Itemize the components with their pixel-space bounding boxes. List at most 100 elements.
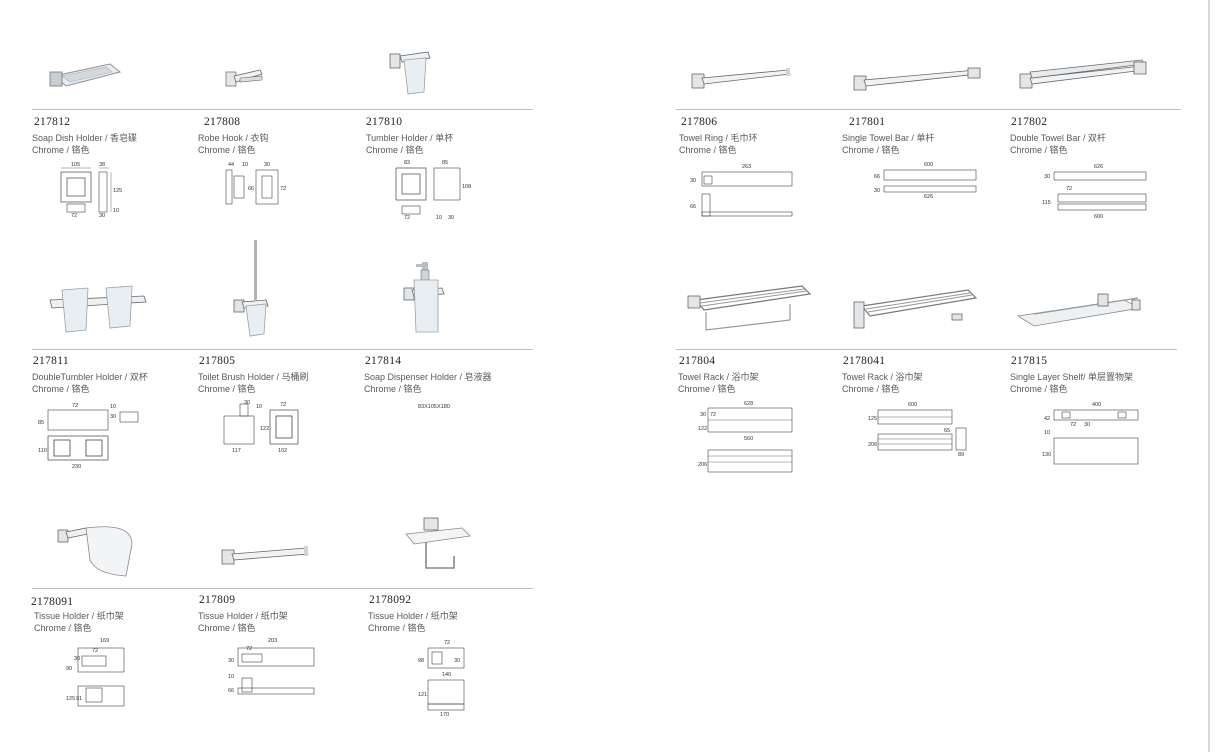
dim-label: 72 — [1066, 186, 1072, 192]
size-note: 83X105X180 — [418, 404, 450, 410]
towel-rack-photo — [687, 285, 812, 331]
product-finish: Chrome / 铬色 — [1010, 384, 1068, 394]
dim-label: 72 — [404, 215, 410, 220]
dim-label: 98 — [418, 658, 424, 664]
dim-label: 122 — [260, 426, 269, 432]
dimension-drawing: 400 42 72 30 10 130 — [1042, 402, 1139, 465]
single-towel-bar-photo — [853, 67, 981, 91]
dimension-drawing: 44 10 30 66 72 — [225, 162, 286, 205]
dim-label: 72 — [1070, 422, 1076, 428]
dim-label: 72 — [280, 402, 286, 408]
dim-label: 85 — [442, 160, 448, 166]
dim-label: 10 — [228, 674, 234, 680]
dimension-drawing: 203 72 30 10 66 — [228, 638, 315, 695]
row-separator — [32, 109, 533, 110]
tissue-bar-photo — [221, 546, 309, 565]
product-finish: Chrome / 铬色 — [364, 384, 422, 394]
dim-label: 626 — [924, 194, 933, 200]
product-finish: Chrome / 铬色 — [34, 623, 92, 633]
product-finish: Chrome / 铬色 — [198, 384, 256, 394]
dim-label: 117 — [232, 448, 241, 454]
page-fold-divider — [1208, 0, 1210, 752]
dim-label: 91 — [76, 696, 82, 702]
dim-label: 30 — [1084, 422, 1090, 428]
dim-label: 10 — [1044, 430, 1050, 436]
dim-label: 10 — [110, 404, 116, 410]
row-separator — [32, 349, 533, 350]
dim-label: 110 — [38, 448, 47, 454]
robe-hook-photo — [225, 69, 263, 87]
product-finish: Chrome / 铬色 — [198, 623, 256, 633]
product-code: 217801 — [849, 116, 886, 128]
dim-label: 600 — [924, 162, 933, 168]
dim-label: 125 — [868, 416, 877, 422]
dimension-drawing: 626 30 72 115 600 — [1042, 164, 1147, 220]
product-code: 2178092 — [369, 594, 412, 606]
product-code: 217804 — [679, 355, 716, 367]
dimension-drawing: 83 85 72 30 10 108 — [395, 160, 471, 220]
dim-label: 66 — [874, 174, 880, 180]
double-tumbler-photo — [49, 285, 147, 333]
dim-label: 72 — [280, 186, 286, 192]
row-separator — [676, 109, 1181, 110]
dimension-drawing: 72 98 30 140 121 170 — [418, 640, 465, 718]
dim-label: 140 — [442, 672, 451, 678]
dimension-drawing: 628 30 72 122 560 206 — [698, 401, 793, 473]
product-finish: Chrome / 铬色 — [366, 145, 424, 155]
dim-label: 44 — [228, 162, 234, 168]
product-finish: Chrome / 铬色 — [32, 145, 90, 155]
tumbler-holder-photo — [389, 51, 431, 95]
dim-label: 72 — [246, 646, 252, 652]
product-finish: Chrome / 铬色 — [368, 623, 426, 633]
product-name: Towel Rack / 浴巾架 — [842, 372, 923, 382]
product-code: 217802 — [1011, 116, 1048, 128]
dim-label: 30 — [690, 178, 696, 184]
dim-label: 30 — [74, 656, 80, 662]
product-name: Double Towel Bar / 双杆 — [1010, 133, 1106, 143]
soap-dish-photo — [49, 63, 122, 87]
product-finish: Chrome / 铬色 — [32, 384, 90, 394]
dim-label: 89 — [958, 452, 964, 458]
dimension-drawing: 600 66 30 626 — [874, 162, 977, 200]
product-code: 2178041 — [843, 355, 886, 367]
dim-label: 30 — [110, 414, 116, 420]
product-name: Tissue Holder / 纸巾架 — [368, 611, 458, 621]
dimension-drawing: 169 72 30 90 125 91 — [66, 638, 125, 707]
dim-label: 125 — [113, 188, 122, 194]
dim-label: 66 — [248, 186, 254, 192]
row-separator — [676, 349, 1177, 350]
product-finish: Chrome / 铬色 — [842, 384, 900, 394]
product-finish: Chrome / 铬色 — [842, 145, 900, 155]
tissue-shelf-photo — [405, 517, 471, 569]
product-name: Tumbler Holder / 单杯 — [366, 133, 454, 143]
product-code: 217806 — [681, 116, 718, 128]
dim-label: 42 — [1044, 416, 1050, 422]
dim-label: 206 — [868, 442, 877, 448]
dim-label: 400 — [1092, 402, 1101, 408]
product-name: Toilet Brush Holder / 马桶刷 — [198, 372, 309, 382]
product-code: 217814 — [365, 355, 402, 367]
dim-label: 102 — [278, 448, 287, 454]
dim-label: 85 — [38, 420, 44, 426]
product-name: Towel Rack / 浴巾架 — [678, 372, 759, 382]
dim-label: 66 — [690, 204, 696, 210]
product-code: 2178091 — [31, 596, 74, 608]
dim-label: 169 — [100, 638, 109, 644]
product-code: 217805 — [199, 355, 236, 367]
product-name: Towel Ring / 毛巾环 — [679, 133, 758, 143]
product-finish: Chrome / 铬色 — [678, 384, 736, 394]
towel-rack-2-photo — [853, 289, 978, 329]
dim-label: 30 — [700, 412, 706, 418]
dimension-drawing: 105 72 38 125 30 10 — [60, 162, 122, 218]
product-code: 217810 — [366, 116, 403, 128]
dim-label: 122 — [698, 426, 707, 432]
dim-label: 30 — [1044, 174, 1050, 180]
product-code: 217811 — [33, 355, 69, 367]
dim-label: 72 — [72, 403, 78, 409]
dim-label: 72 — [710, 412, 716, 418]
dimension-drawing: 30 10 72 122 117 102 — [223, 400, 299, 454]
product-name: Tissue Holder / 纸巾架 — [34, 611, 124, 621]
dimension-drawing: 263 30 66 — [690, 164, 793, 217]
product-name: Soap Dish Holder / 香皂碟 — [32, 133, 138, 143]
dim-label: 170 — [440, 712, 449, 718]
